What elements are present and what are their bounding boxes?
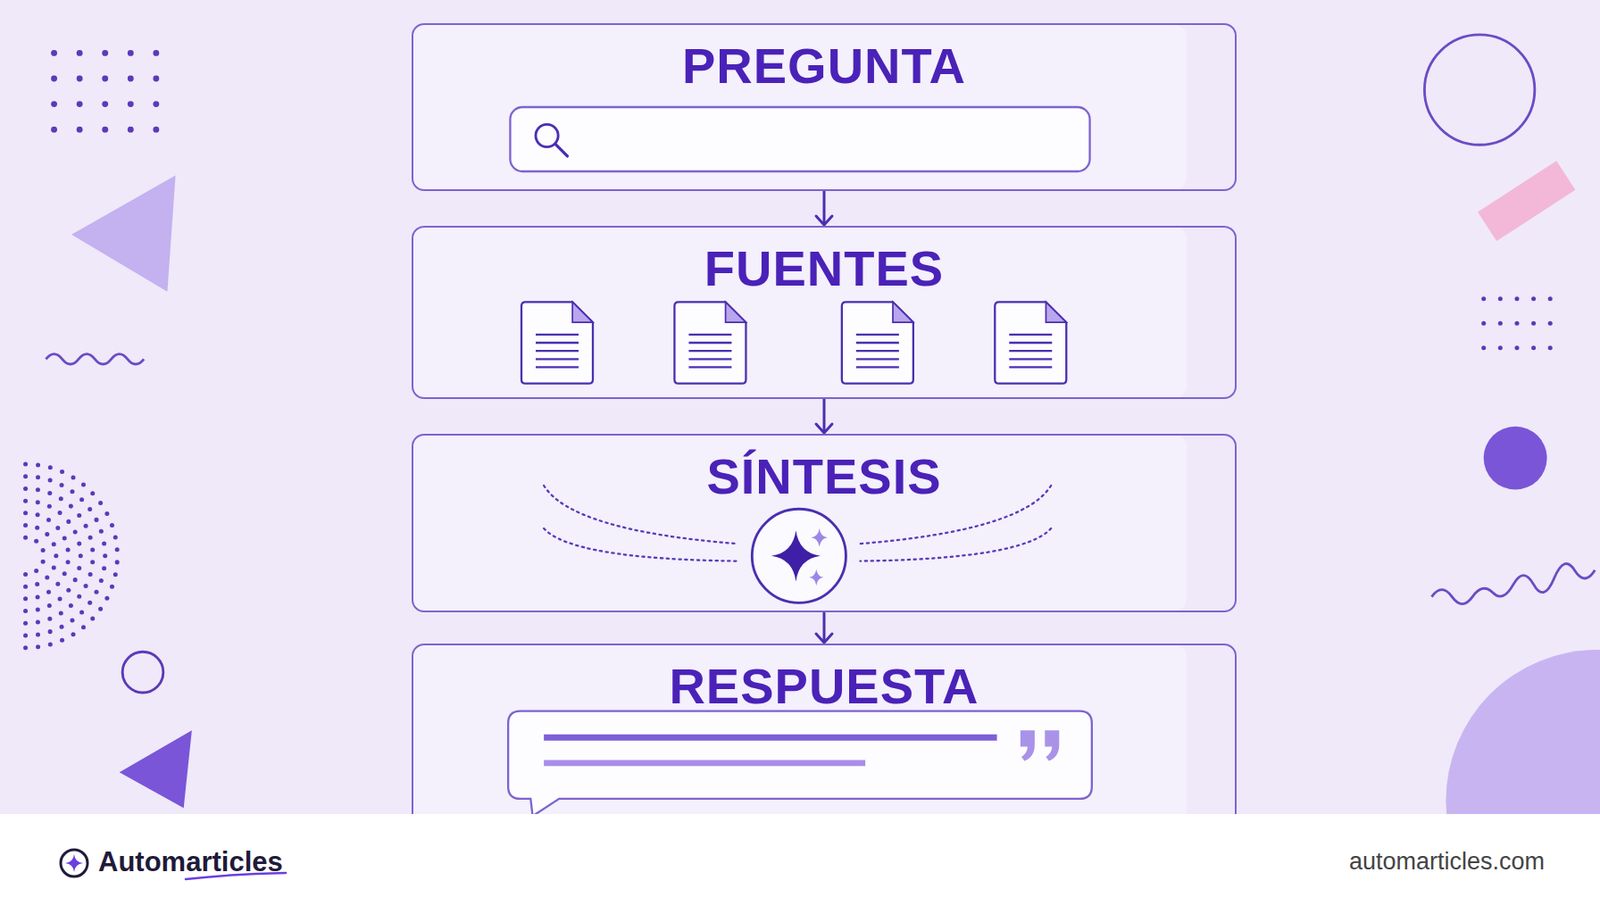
box-title: FUENTES <box>413 238 1235 299</box>
box-title: PREGUNTA <box>413 35 1235 96</box>
process-box: SÍNTESIS <box>411 433 1237 613</box>
box-title: RESPUESTA <box>413 656 1235 717</box>
website-url: automarticles.com <box>1349 848 1545 876</box>
footer-bar: Automarticles automarticles.com <box>0 814 1600 914</box>
brand-logo: Automarticles <box>98 846 284 879</box>
flow-arrow <box>816 191 833 225</box>
flow-arrow <box>816 399 833 434</box>
process-box: PREGUNTA <box>411 23 1237 192</box>
process-box: FUENTES <box>411 225 1237 400</box>
flow-arrow <box>816 612 833 643</box>
box-title: SÍNTESIS <box>413 446 1235 507</box>
